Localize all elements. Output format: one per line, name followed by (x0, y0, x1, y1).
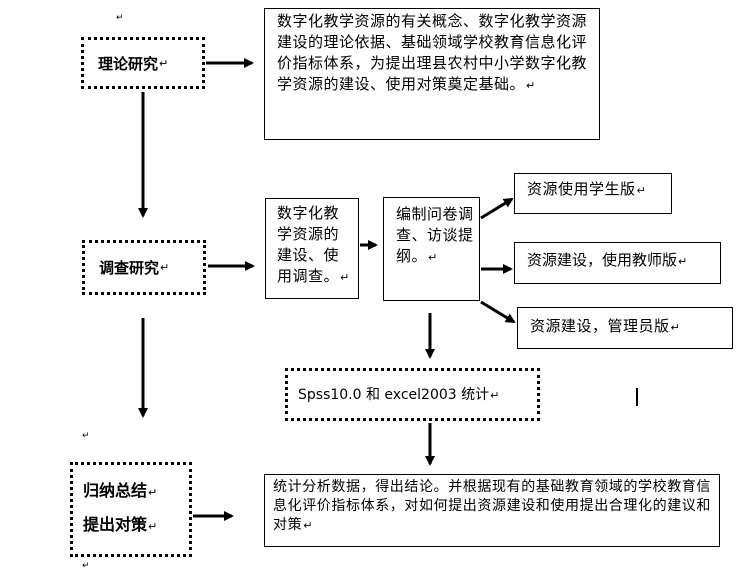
stage-survey-box: 调查研究↵ (82, 240, 206, 295)
stage-summary-label-line1: 归纳总结 (83, 481, 148, 500)
survey-description-text: 数字化教学资源的建设、使用调查。 (277, 204, 340, 285)
paragraph-mark: ↵ (160, 261, 170, 274)
paragraph-mark: ↵ (340, 271, 350, 284)
conclusion-box: 统计分析数据，得出结论。并根据现有的基础教育领域的学校教育信息化评价指标体系，对… (264, 474, 720, 547)
survey-description-box: 数字化教学资源的建设、使用调查。↵ (265, 198, 359, 299)
student-version-text: 资源使用学生版 (527, 180, 636, 198)
stage-survey-label: 调查研究 (99, 259, 160, 277)
paragraph-mark: ↵ (670, 321, 681, 334)
stage-theory-box: 理论研究↵ (81, 37, 205, 89)
paragraph-mark: ↵ (159, 56, 169, 70)
stage-summary-label-line2: 提出对策 (83, 515, 148, 534)
paragraph-mark: ↵ (526, 79, 536, 92)
text-cursor (636, 388, 638, 406)
paragraph-mark: ↵ (428, 251, 438, 264)
paragraph-mark: ↵ (636, 184, 647, 197)
conclusion-text: 统计分析数据，得出结论。并根据现有的基础教育领域的学校教育信息化评价指标体系，对… (273, 479, 711, 533)
questionnaire-box: 编制问卷调查、访谈提纲。↵ (383, 197, 480, 301)
teacher-version-text: 资源建设，使用教师版 (527, 251, 678, 269)
paragraph-mark: ↵ (82, 561, 90, 571)
admin-version-text: 资源建设，管理员版 (530, 317, 670, 335)
student-version-box: 资源使用学生版↵ (514, 173, 672, 214)
paragraph-mark: ↵ (148, 520, 158, 533)
stage-theory-label: 理论研究 (98, 54, 159, 73)
stage-summary-box: 归纳总结↵ 提出对策↵ (70, 462, 192, 557)
theory-description-text: 数字化教学资源的有关概念、数字化教学资源建设的理论依据、基础领域学校教育信息化评… (277, 12, 588, 93)
theory-description-box: 数字化教学资源的有关概念、数字化教学资源建设的理论依据、基础领域学校教育信息化评… (264, 8, 600, 140)
arrow-to-admin-version (480, 300, 516, 324)
paragraph-mark: ↵ (116, 13, 124, 23)
stats-tools-box: Spss10.0 和 excel2003 统计↵ (285, 368, 540, 421)
admin-version-box: 资源建设，管理员版↵ (517, 307, 733, 349)
paragraph-mark: ↵ (490, 389, 500, 402)
paragraph-mark: ↵ (303, 519, 314, 532)
stats-tools-text: Spss10.0 和 excel2003 统计 (298, 387, 490, 403)
paragraph-mark: ↵ (148, 486, 158, 499)
questionnaire-text: 编制问卷调查、访谈提纲。 (396, 205, 474, 265)
paragraph-mark: ↵ (678, 255, 688, 268)
arrow-to-student-version (480, 197, 514, 220)
paragraph-mark: ↵ (82, 431, 90, 441)
teacher-version-box: 资源建设，使用教师版↵ (514, 242, 721, 284)
